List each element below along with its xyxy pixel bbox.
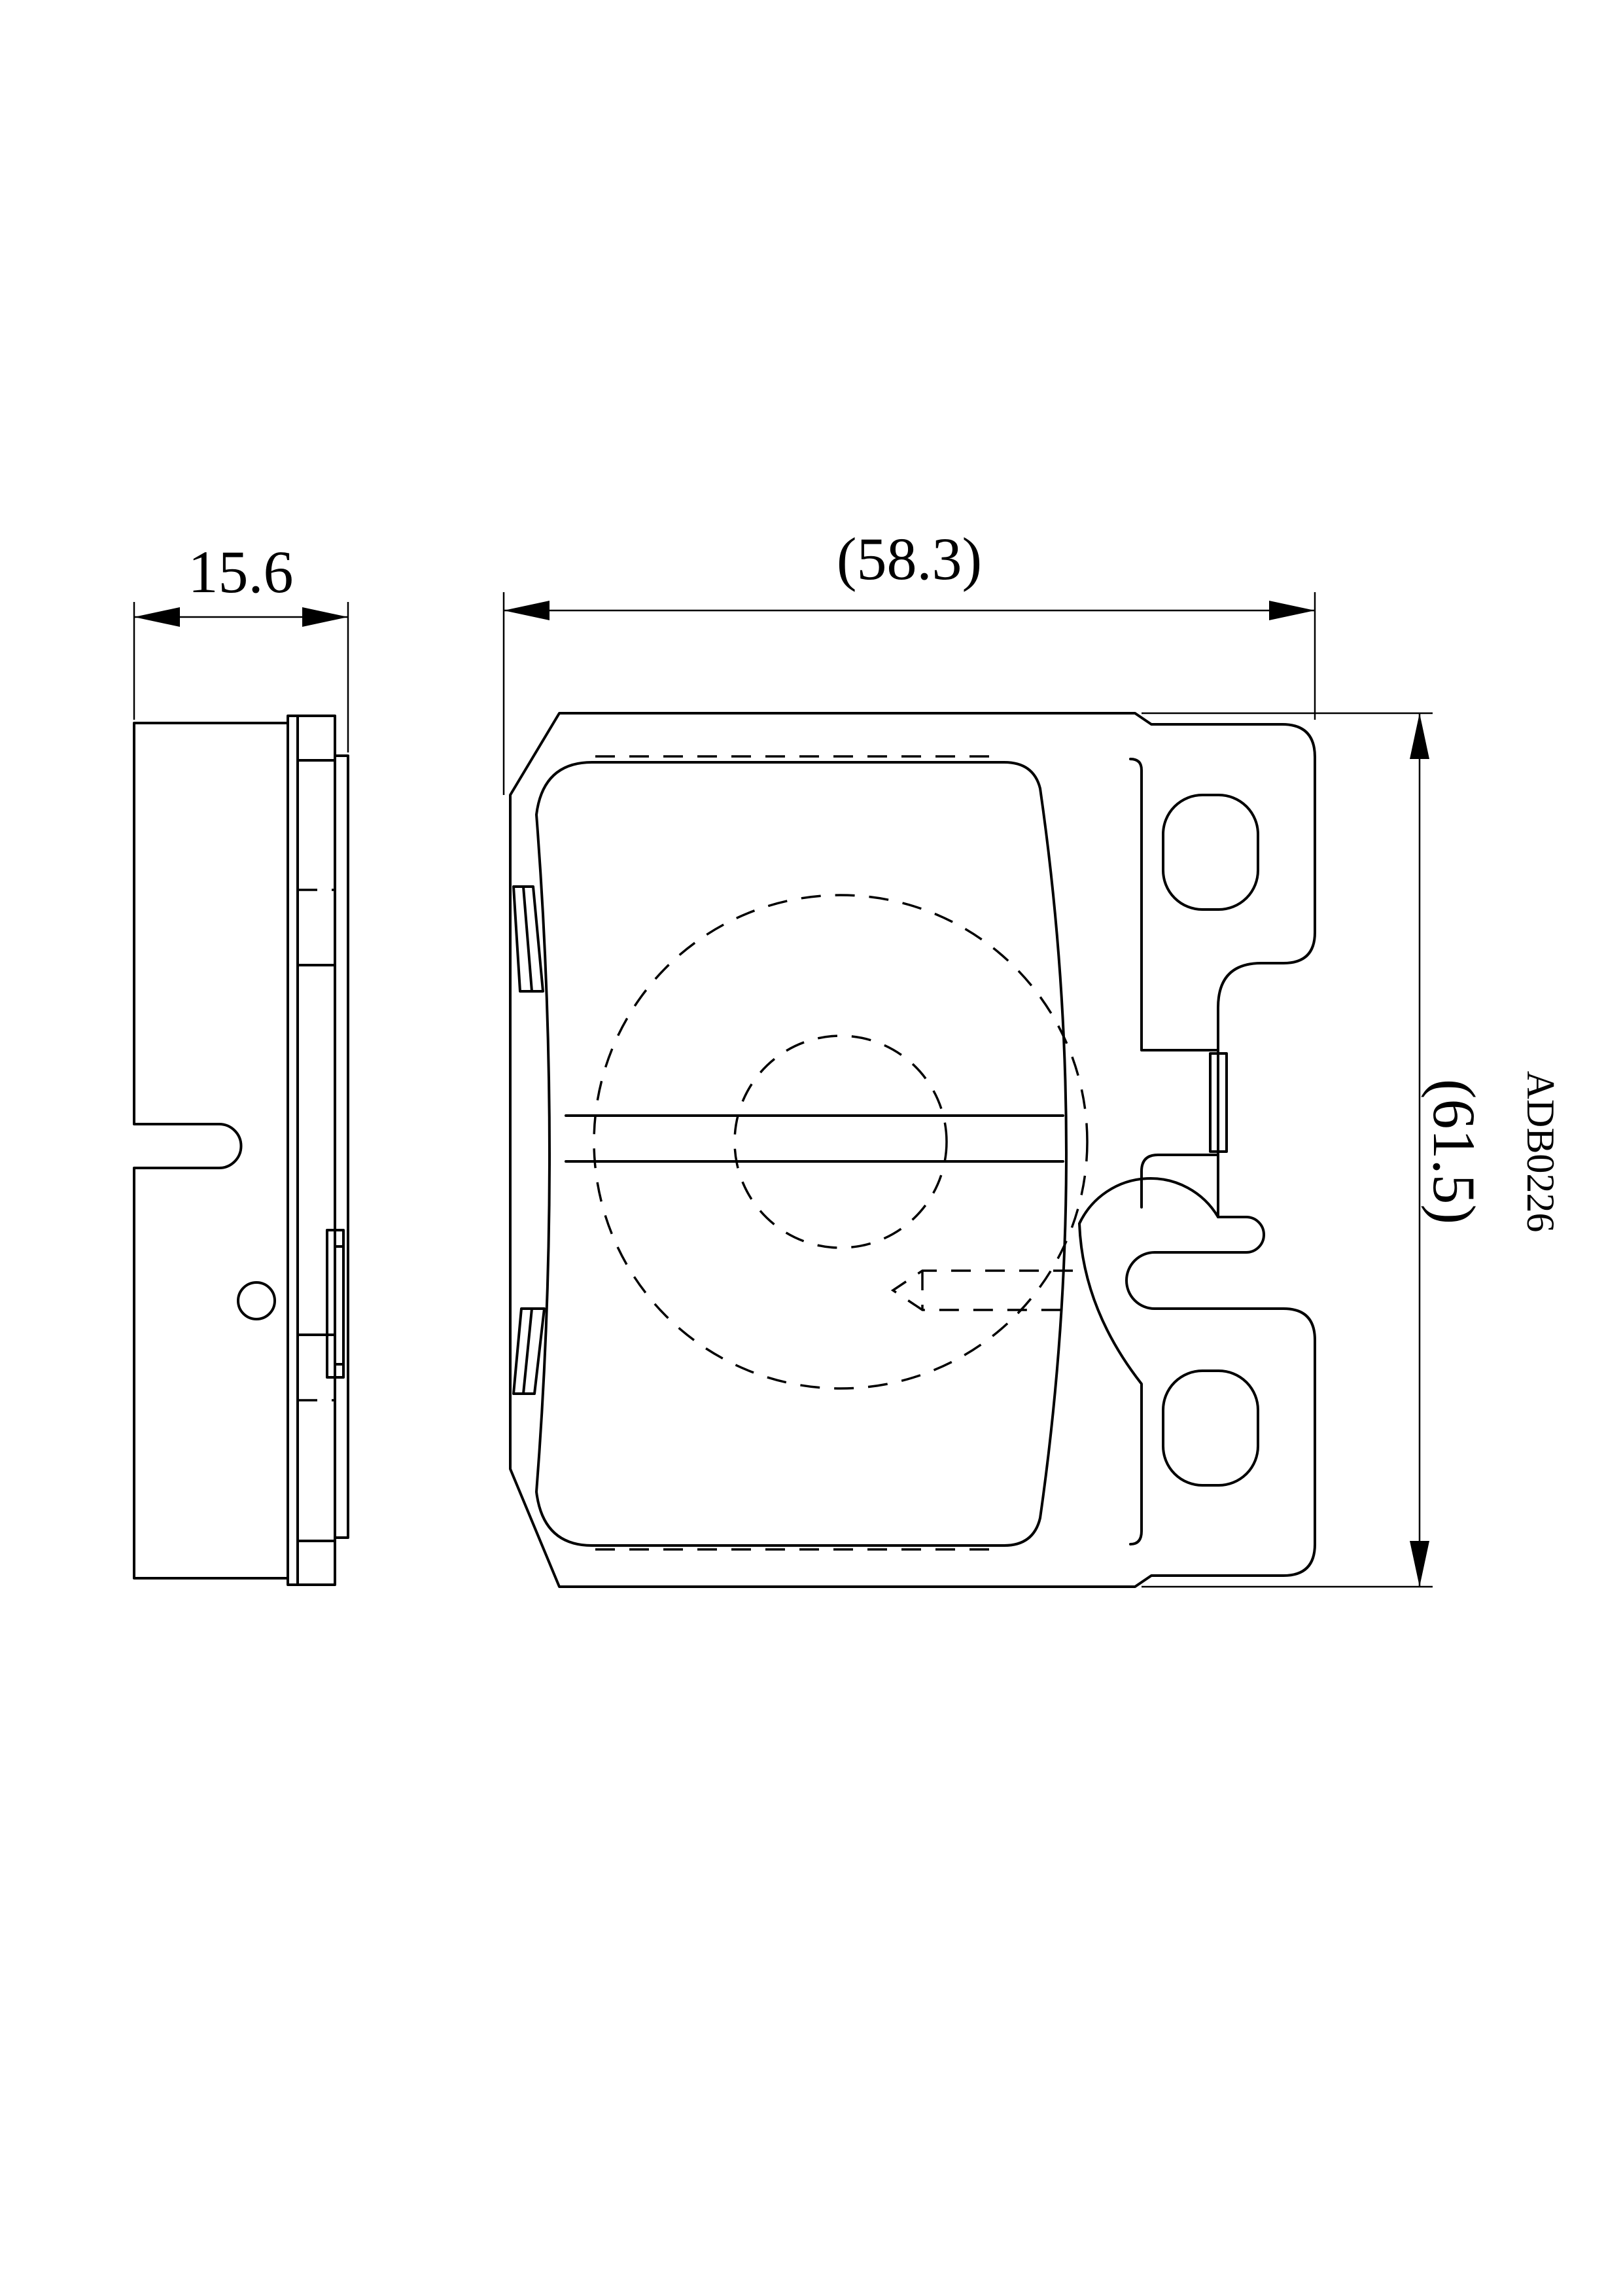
center-groove: [565, 1114, 1064, 1163]
thickness-dimension: 15.6: [134, 539, 348, 627]
side-friction-block: [133, 722, 289, 1580]
side-pin-hole: [237, 1281, 276, 1320]
side-backing-plate: [287, 715, 336, 1586]
friction-material: [535, 761, 1068, 1547]
mounting-face: [1078, 758, 1219, 1545]
part-code: ADB0226: [1519, 1071, 1562, 1233]
height-dimension: (61.5): [1410, 713, 1488, 1587]
edge-clip-lower: [512, 1307, 546, 1395]
side-wear-sensor: [326, 1229, 345, 1379]
edge-clip-upper: [512, 885, 544, 993]
height-label: (61.5): [1421, 1079, 1488, 1224]
backing-plate-outline: [509, 712, 1316, 1588]
wear-indicator-pin: [890, 1269, 1073, 1311]
side-shim: [334, 754, 349, 1539]
width-label: (58.3): [837, 525, 982, 592]
piston-outer-circle: [593, 894, 1089, 1390]
anti-rattle-clip: [1209, 1052, 1228, 1153]
upper-slot: [1162, 794, 1259, 911]
side-view: [133, 602, 349, 1586]
front-view: [502, 592, 1433, 1588]
lower-slot: [1162, 1369, 1259, 1487]
thickness-label: 15.6: [188, 539, 294, 605]
width-dimension: (58.3): [504, 525, 1315, 620]
piston-inner-circle: [733, 1034, 948, 1249]
